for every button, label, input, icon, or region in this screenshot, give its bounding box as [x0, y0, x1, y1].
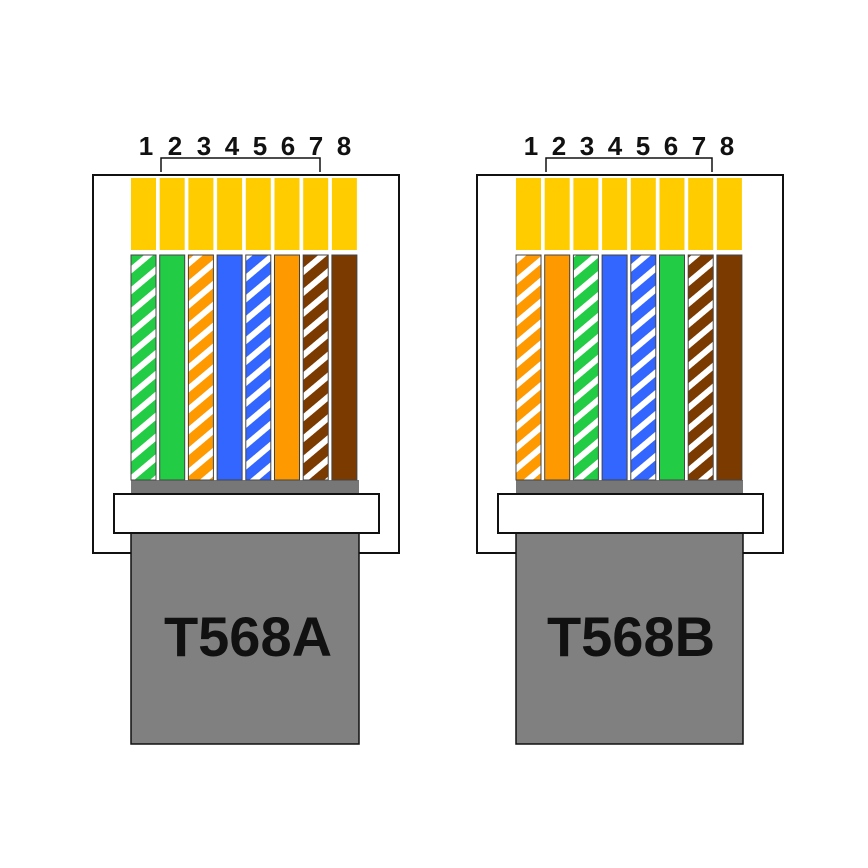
- pin-numbers: 1 2 3 4 5 6 7 8: [524, 131, 734, 161]
- pin-number-8: 8: [720, 131, 734, 161]
- wire-pin-6-orange: [274, 254, 300, 481]
- wire-pin-8-brown: [716, 254, 743, 481]
- contact-pin-3: [188, 178, 214, 250]
- wire-base-strip: [516, 480, 743, 494]
- pin-number-2: 2: [552, 131, 566, 161]
- contacts-group: [516, 178, 742, 250]
- wire-pin-5-white-blue: [245, 254, 272, 481]
- pin-number-2: 2: [168, 131, 182, 161]
- standard-label: T568A: [164, 605, 332, 668]
- cable-jacket: [130, 532, 360, 745]
- wire-pin-1-white-green: [130, 254, 157, 481]
- locking-tab: [113, 493, 380, 534]
- contact-pin-6: [274, 178, 300, 250]
- pin-bracket: [160, 157, 321, 172]
- pin-number-3: 3: [197, 131, 211, 161]
- wires-group: [515, 254, 743, 481]
- connector-t568b: 1 2 3 4 5 6 7 8 T568B: [476, 131, 784, 745]
- wire-pin-8-brown: [331, 254, 358, 481]
- contact-pin-2: [544, 178, 570, 250]
- contact-pin-7: [303, 178, 329, 250]
- wire-pin-6-green: [659, 254, 685, 481]
- pin-number-1: 1: [524, 131, 538, 161]
- wire-base-strip: [131, 480, 359, 494]
- locking-tab: [497, 493, 764, 534]
- pin-bracket: [545, 157, 713, 172]
- contact-pin-2: [159, 178, 185, 250]
- pin-number-3: 3: [580, 131, 594, 161]
- wire-pin-2-green: [159, 254, 186, 481]
- contact-pin-5: [630, 178, 656, 250]
- contact-pin-7: [688, 178, 714, 250]
- contact-pin-8: [331, 178, 357, 250]
- connector-t568a: 1 2 3 4 5 6 7 8 T568A: [92, 131, 400, 745]
- contact-pin-1: [516, 178, 541, 250]
- pin-number-6: 6: [664, 131, 678, 161]
- pin-number-7: 7: [692, 131, 706, 161]
- pin-number-5: 5: [253, 131, 267, 161]
- contact-pin-8: [716, 178, 742, 250]
- pin-number-4: 4: [608, 131, 623, 161]
- wire-pin-7-white-brown: [302, 254, 329, 481]
- wire-pin-3-white-green: [572, 254, 599, 481]
- wires-group: [130, 254, 358, 481]
- standard-label: T568B: [547, 605, 715, 668]
- wire-pin-3-white-orange: [187, 254, 214, 481]
- contact-pin-1: [131, 178, 156, 250]
- pin-number-5: 5: [636, 131, 650, 161]
- pin-number-6: 6: [281, 131, 295, 161]
- contact-pin-6: [659, 178, 685, 250]
- contact-pin-3: [573, 178, 599, 250]
- pin-number-4: 4: [225, 131, 240, 161]
- pin-number-7: 7: [309, 131, 323, 161]
- cable-jacket: [515, 532, 744, 745]
- contact-pin-5: [245, 178, 271, 250]
- wire-pin-4-blue: [216, 254, 243, 481]
- wire-pin-5-white-blue: [630, 254, 657, 481]
- wire-pin-1-white-orange: [515, 254, 542, 481]
- wire-pin-7-white-brown: [687, 254, 714, 481]
- contact-pin-4: [602, 178, 628, 250]
- wire-pin-4-blue: [601, 254, 628, 481]
- wire-pin-2-orange: [544, 254, 571, 481]
- pin-number-1: 1: [139, 131, 153, 161]
- contact-pin-4: [217, 178, 243, 250]
- contacts-group: [131, 178, 357, 250]
- pin-numbers: 1 2 3 4 5 6 7 8: [139, 131, 351, 161]
- pin-number-8: 8: [337, 131, 351, 161]
